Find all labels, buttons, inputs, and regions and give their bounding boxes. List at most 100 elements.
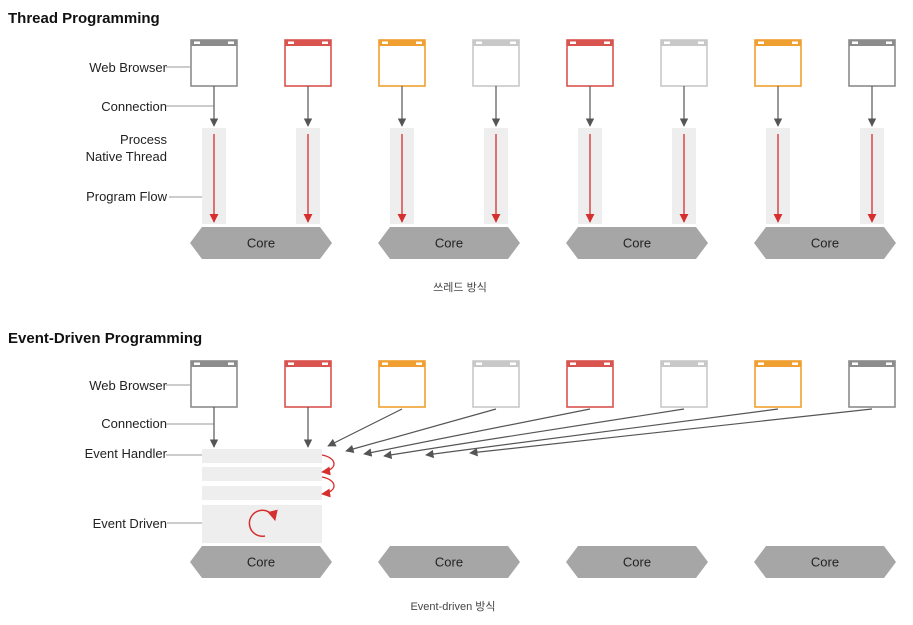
browser-title-bar — [567, 361, 613, 367]
core-label: Core — [435, 555, 463, 570]
browser-nav-icon — [758, 41, 764, 44]
web-browser-window-1 — [190, 360, 238, 408]
browser-control-icon — [886, 41, 892, 44]
core-label: Core — [623, 236, 651, 251]
web-browser-window-8 — [848, 39, 896, 87]
browser-nav-icon — [288, 41, 294, 44]
browser-nav-icon — [288, 362, 294, 365]
browser-title-bar — [661, 40, 707, 46]
browser-title-bar — [191, 361, 237, 367]
core-block-4 — [754, 546, 896, 578]
core-block-3 — [566, 227, 708, 259]
browser-title-bar — [379, 361, 425, 367]
event-handler-label: Event Handler — [84, 446, 167, 461]
event-loop-arrow — [248, 509, 278, 538]
browser-title-bar — [473, 40, 519, 46]
core-block-2 — [378, 227, 520, 259]
web-browser-window-5 — [566, 360, 614, 408]
browser-nav-icon — [194, 41, 200, 44]
connection-arrow — [345, 408, 497, 454]
web-browser-window-2 — [284, 360, 332, 408]
web-browser-window-4 — [472, 39, 520, 87]
event-driven-label: Event Driven — [92, 516, 167, 531]
browser-nav-icon — [664, 41, 670, 44]
thread-web-browser-label: Web Browser — [89, 60, 167, 75]
core-label: Core — [435, 236, 463, 251]
browser-control-icon — [510, 41, 516, 44]
core-label: Core — [247, 555, 275, 570]
web-browser-window-4 — [472, 360, 520, 408]
web-browser-window-8 — [848, 360, 896, 408]
connection-arrow — [383, 408, 685, 459]
browser-title-bar — [285, 361, 331, 367]
browser-nav-icon — [852, 362, 858, 365]
browser-nav-icon — [852, 41, 858, 44]
browser-nav-icon — [570, 41, 576, 44]
event-section-title: Event-Driven Programming — [8, 330, 203, 347]
browser-title-bar — [849, 40, 895, 46]
handler-loop-arrow — [321, 454, 335, 476]
web-browser-window-7 — [754, 39, 802, 87]
browser-title-bar — [191, 40, 237, 46]
thread-native-thread-label: Native Thread — [85, 149, 167, 164]
connection-arrow — [425, 408, 779, 459]
browser-nav-icon — [382, 41, 388, 44]
browser-control-icon — [792, 41, 798, 44]
browser-nav-icon — [758, 362, 764, 365]
browser-nav-icon — [476, 41, 482, 44]
browser-title-bar — [849, 361, 895, 367]
web-browser-window-3 — [378, 39, 426, 87]
browser-nav-icon — [476, 362, 482, 365]
browser-control-icon — [228, 41, 234, 44]
browser-control-icon — [698, 362, 704, 365]
web-browser-window-2 — [284, 39, 332, 87]
event-queue-row — [202, 467, 322, 481]
core-label: Core — [811, 236, 839, 251]
thread-section-title: Thread Programming — [8, 10, 160, 27]
connection-arrow — [363, 408, 591, 457]
browser-control-icon — [886, 362, 892, 365]
thread-program-flow-label: Program Flow — [86, 189, 167, 204]
event-queue-row — [202, 449, 322, 463]
browser-control-icon — [604, 362, 610, 365]
browser-title-bar — [661, 361, 707, 367]
browser-title-bar — [379, 40, 425, 46]
browser-control-icon — [322, 362, 328, 365]
core-block-1 — [190, 546, 332, 578]
browser-control-icon — [322, 41, 328, 44]
browser-control-icon — [416, 41, 422, 44]
core-block-3 — [566, 546, 708, 578]
web-browser-window-1 — [190, 39, 238, 87]
browser-nav-icon — [194, 362, 200, 365]
thread-process-label: Process — [120, 132, 167, 147]
connection-arrow — [469, 408, 873, 457]
event-web-browser-label: Web Browser — [89, 378, 167, 393]
browser-control-icon — [604, 41, 610, 44]
web-browser-window-7 — [754, 360, 802, 408]
web-browser-window-6 — [660, 39, 708, 87]
event-queue-row — [202, 486, 322, 500]
thread-caption: 쓰레드 방식 — [433, 282, 487, 294]
event-connection-label: Connection — [101, 416, 167, 431]
browser-control-icon — [698, 41, 704, 44]
thread-connection-label: Connection — [101, 99, 167, 114]
core-block-2 — [378, 546, 520, 578]
browser-control-icon — [416, 362, 422, 365]
browser-control-icon — [510, 362, 516, 365]
core-label: Core — [623, 555, 651, 570]
browser-title-bar — [473, 361, 519, 367]
core-label: Core — [247, 236, 275, 251]
web-browser-window-6 — [660, 360, 708, 408]
browser-nav-icon — [664, 362, 670, 365]
core-block-1 — [190, 227, 332, 259]
browser-title-bar — [567, 40, 613, 46]
browser-control-icon — [228, 362, 234, 365]
event-caption: Event-driven 방식 — [410, 601, 496, 613]
handler-loop-arrow — [321, 476, 335, 498]
browser-control-icon — [792, 362, 798, 365]
core-label: Core — [811, 555, 839, 570]
web-browser-window-3 — [378, 360, 426, 408]
web-browser-window-5 — [566, 39, 614, 87]
browser-nav-icon — [570, 362, 576, 365]
